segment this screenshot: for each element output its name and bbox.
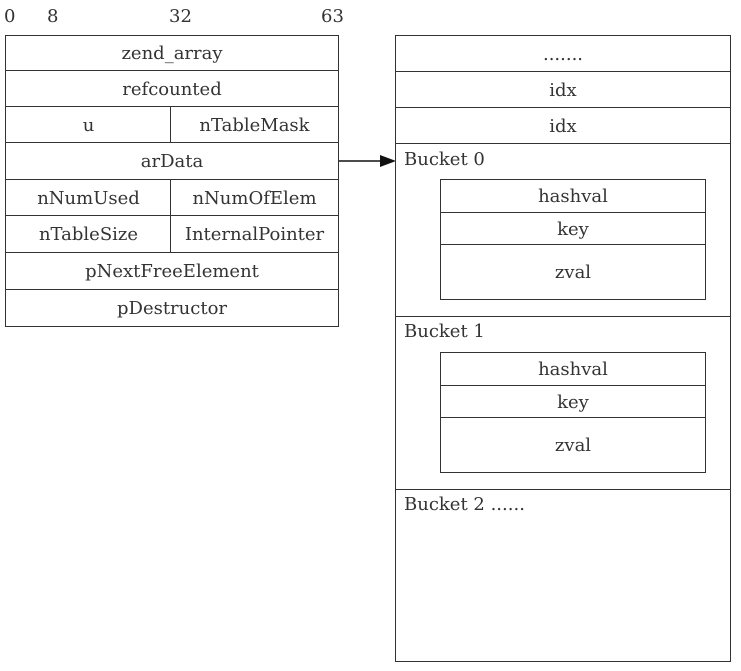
internalpointer-cell: InternalPointer bbox=[170, 215, 339, 254]
arrow-head bbox=[380, 155, 396, 167]
bit-label-32: 32 bbox=[169, 6, 192, 27]
bit-label-8: 8 bbox=[47, 6, 59, 27]
bucket-0-key-cell: key bbox=[440, 212, 706, 246]
bucket-0-hashval-cell: hashval bbox=[440, 179, 706, 214]
zend-array-title-cell: zend_array bbox=[5, 35, 339, 72]
nnumofelem-cell: nNumOfElem bbox=[170, 179, 339, 217]
bucket-1-hashval-cell: hashval bbox=[440, 352, 706, 387]
bucket-1-key-cell: key bbox=[440, 385, 706, 419]
bucket-0-label: Bucket 0 bbox=[404, 149, 485, 170]
bucket-2-label: Bucket 2 ...... bbox=[404, 494, 525, 515]
idx-cell-2: idx bbox=[395, 107, 731, 145]
hash-ellipsis-cell: ....... bbox=[395, 35, 731, 73]
pnextfreeelement-cell: pNextFreeElement bbox=[5, 252, 339, 291]
bucket-1-zval-cell: zval bbox=[440, 417, 706, 473]
u-cell: u bbox=[5, 106, 172, 144]
bucket-2-panel bbox=[395, 489, 731, 662]
bit-label-0: 0 bbox=[4, 6, 16, 27]
ntablesize-cell: nTableSize bbox=[5, 215, 172, 254]
pdestructor-cell: pDestructor bbox=[5, 289, 339, 327]
idx-cell-1: idx bbox=[395, 71, 731, 109]
bucket-1-label: Bucket 1 bbox=[404, 321, 485, 342]
bit-label-63: 63 bbox=[321, 6, 344, 27]
bucket-0-zval-cell: zval bbox=[440, 244, 706, 300]
